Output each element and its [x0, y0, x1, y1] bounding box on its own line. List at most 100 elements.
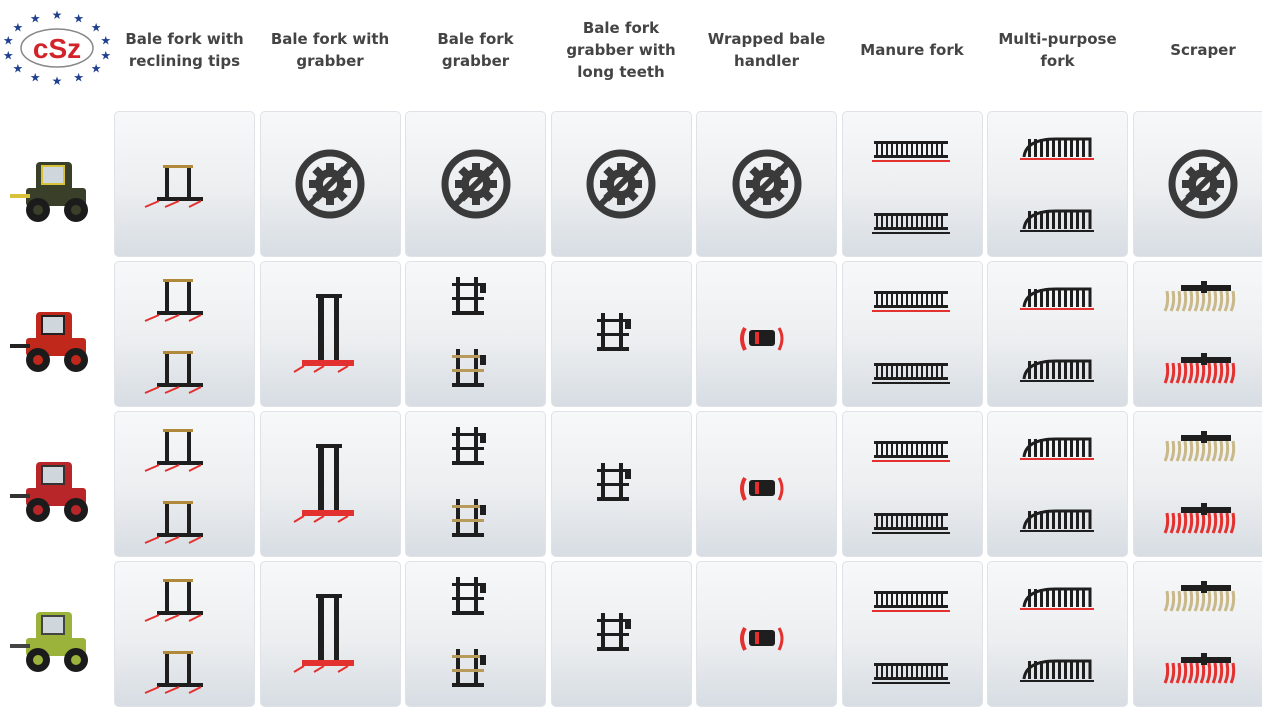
bale-fork-implement-icon: [143, 573, 227, 623]
manure-implement-icon: [870, 653, 954, 687]
compat-cell-grabber-long: [551, 561, 692, 707]
vehicle-skid-steer-loader: [0, 111, 112, 261]
compat-cell-grabber: [405, 111, 546, 257]
compat-cell-bale-fork: [114, 561, 255, 707]
manure-implement-icon: [870, 581, 954, 615]
bale-grabber-tall-implement-icon: [288, 444, 372, 524]
compat-cell-wrapped: [696, 111, 837, 257]
compat-cell-bale-grabber-tall: [260, 261, 401, 407]
compat-cell-scraper: [1133, 111, 1262, 257]
vehicle-telehandler: [0, 411, 112, 561]
svg-text:★: ★: [13, 20, 24, 34]
bale-grabber-tall-implement-icon: [288, 294, 372, 374]
scraper-implement-icon: [1161, 581, 1245, 615]
vehicle-wheel-loader: [0, 561, 112, 711]
compat-cell-scraper: [1133, 261, 1262, 407]
grabber-implement-icon: [434, 645, 518, 695]
svg-text:★: ★: [100, 48, 111, 62]
bale-fork-implement-icon: [143, 645, 227, 695]
manure-implement-icon: [870, 431, 954, 465]
column-header: Scraper: [1131, 26, 1262, 74]
compat-cell-grabber-long: [551, 261, 692, 407]
multi-implement-icon: [1016, 281, 1100, 315]
bale-fork-implement-icon: [143, 273, 227, 323]
column-header: Manure fork: [840, 26, 985, 74]
telehandler-icon: [6, 436, 106, 536]
multi-implement-icon: [1016, 431, 1100, 465]
scraper-implement-icon: [1161, 503, 1245, 537]
multi-implement-icon: [1016, 353, 1100, 387]
compact-wheel-loader-icon: [6, 286, 106, 386]
grabber-implement-icon: [434, 495, 518, 545]
svg-text:★: ★: [91, 20, 102, 34]
multi-implement-icon: [1016, 503, 1100, 537]
svg-text:★: ★: [3, 34, 14, 48]
compat-cell-grabber: [405, 261, 546, 407]
wheel-loader-icon: [6, 586, 106, 686]
compat-cell-manure: [842, 111, 983, 257]
multi-implement-icon: [1016, 203, 1100, 237]
multi-implement-icon: [1016, 581, 1100, 615]
compat-cell-manure: [842, 561, 983, 707]
compat-cell-bale-fork: [114, 411, 255, 557]
svg-text:★: ★: [3, 48, 14, 62]
manure-implement-icon: [870, 131, 954, 165]
multi-implement-icon: [1016, 653, 1100, 687]
compat-cell-bale-grabber-tall: [260, 411, 401, 557]
bale-fork-implement-icon: [143, 495, 227, 545]
compat-cell-multi: [987, 561, 1128, 707]
compat-cell-multi: [987, 261, 1128, 407]
not-available-icon: [439, 147, 513, 221]
svg-text:★: ★: [91, 62, 102, 76]
column-header: Wrapped bale handler: [694, 26, 839, 74]
compat-cell-multi: [987, 111, 1128, 257]
column-header: Multi-purpose fork: [985, 26, 1130, 74]
vehicle-compact-wheel-loader: [0, 261, 112, 411]
svg-text:★: ★: [100, 34, 111, 48]
not-available-icon: [730, 147, 804, 221]
not-available-icon: [293, 147, 367, 221]
svg-text:★: ★: [13, 62, 24, 76]
compat-cell-bale-fork: [114, 261, 255, 407]
compat-cell-bale-grabber-tall: [260, 111, 401, 257]
grabber-long-implement-icon: [579, 459, 663, 509]
svg-text:★: ★: [52, 74, 63, 86]
scraper-implement-icon: [1161, 431, 1245, 465]
scraper-implement-icon: [1161, 353, 1245, 387]
svg-text:★: ★: [30, 11, 41, 25]
column-header: Bale fork grabber with long teeth: [549, 26, 694, 74]
column-header: Bale fork with grabber: [258, 26, 403, 74]
compat-cell-manure: [842, 411, 983, 557]
bale-fork-implement-icon: [143, 345, 227, 395]
compat-cell-multi: [987, 411, 1128, 557]
compat-cell-scraper: [1133, 411, 1262, 557]
manure-implement-icon: [870, 353, 954, 387]
svg-text:★: ★: [73, 71, 84, 85]
manure-implement-icon: [870, 203, 954, 237]
skid-steer-loader-icon: [6, 136, 106, 236]
svg-text:★: ★: [52, 10, 63, 22]
bale-fork-implement-icon: [143, 159, 227, 209]
compat-cell-grabber: [405, 411, 546, 557]
compat-cell-scraper: [1133, 561, 1262, 707]
bale-grabber-tall-implement-icon: [288, 594, 372, 674]
grabber-implement-icon: [434, 273, 518, 323]
compat-cell-grabber-long: [551, 411, 692, 557]
not-available-icon: [1166, 147, 1240, 221]
multi-implement-icon: [1016, 131, 1100, 165]
manure-implement-icon: [870, 281, 954, 315]
wrapped-implement-icon: [725, 312, 809, 356]
grabber-implement-icon: [434, 573, 518, 623]
manure-implement-icon: [870, 503, 954, 537]
compat-cell-grabber-long: [551, 111, 692, 257]
grabber-implement-icon: [434, 423, 518, 473]
compat-cell-manure: [842, 261, 983, 407]
compat-cell-grabber: [405, 561, 546, 707]
not-available-icon: [584, 147, 658, 221]
compat-cell-bale-fork: [114, 111, 255, 257]
compat-cell-wrapped: [696, 261, 837, 407]
column-header: Bale fork grabber: [403, 26, 548, 74]
wrapped-implement-icon: [725, 612, 809, 656]
scraper-implement-icon: [1161, 653, 1245, 687]
grabber-implement-icon: [434, 345, 518, 395]
